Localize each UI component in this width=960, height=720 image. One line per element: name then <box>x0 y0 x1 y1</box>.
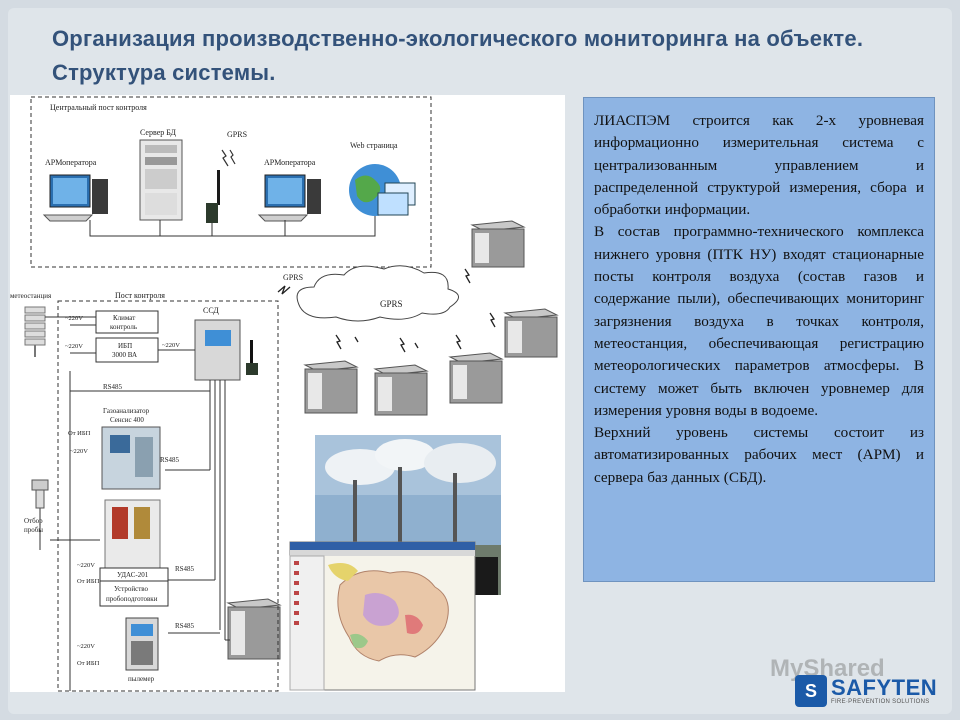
udas-label: УДАС-201 <box>117 571 149 579</box>
central-post-label: Центральный пост контроля <box>50 103 147 112</box>
monitoring-post-cabinet-icon <box>448 352 504 404</box>
description-panel: ЛИАСПЭМ строится как 2-х уровневая инфор… <box>583 97 935 582</box>
klimat-box <box>95 310 159 334</box>
gprs-top-label: GPRS <box>227 130 247 139</box>
safyten-logo: S SAFYTEN FIRE·PREVENTION SOLUTIONS <box>795 672 945 710</box>
slide-title: Организация производственно-экологическо… <box>52 26 864 85</box>
arm-right-label: АРМоператора <box>264 158 316 167</box>
rs485-c: RS485 <box>175 565 195 573</box>
monitoring-post-cabinet-icon <box>226 598 282 660</box>
description-paragraph: ЛИАСПЭМ строится как 2-х уровневая инфор… <box>594 112 924 219</box>
sample-label-1: Отбор <box>24 517 43 525</box>
monitoring-post-cabinet-icon <box>470 220 526 268</box>
udas-box <box>99 567 169 607</box>
monitoring-post-cabinet-icon <box>373 364 429 416</box>
gis-map-screenshot <box>289 541 476 691</box>
v220-a: ~220V <box>65 315 83 322</box>
ssd-controller-icon <box>194 319 241 381</box>
gas-label-1: Газоанализатор <box>103 407 150 415</box>
gprs-modem-icon <box>206 149 236 223</box>
gas-analyzer-icon <box>101 426 161 490</box>
v220-f: ~220V <box>77 643 95 650</box>
central-post-frame <box>30 96 432 268</box>
gprs-signal-icon <box>277 285 291 295</box>
web-globe-icon <box>349 164 416 216</box>
sample-prep-unit-icon <box>104 499 161 569</box>
rs485-d: RS485 <box>175 622 195 630</box>
ibp-label-2: 3000 ВА <box>112 351 137 359</box>
klimat-label-2: контроль <box>110 323 137 331</box>
dust-label: пылемер <box>128 675 155 683</box>
control-post-label: Пост контроля <box>115 291 165 300</box>
gprs-cloud-label: GPRS <box>380 299 403 309</box>
monitoring-post-cabinet-icon <box>503 308 559 358</box>
myshared-watermark: MyShared <box>770 655 885 682</box>
rs485-a: RS485 <box>103 383 123 391</box>
meteo-label: метеостанция <box>10 292 52 300</box>
klimat-label-1: Климат <box>113 314 135 322</box>
gprs-cloud-icon <box>296 265 459 322</box>
v220-d: ~220V <box>70 448 88 455</box>
brand-subtitle: FIRE·PREVENTION SOLUTIONS <box>831 699 930 705</box>
antenna-icon <box>246 340 258 375</box>
sample-probe-icon <box>31 479 49 509</box>
web-label: Web страница <box>350 141 398 150</box>
system-structure-diagram: Центральный пост контроля Сервер БД GPRS… <box>10 95 565 692</box>
meteo-station-icon <box>24 306 46 357</box>
from-ibp-a: От ИБП <box>68 430 91 437</box>
safyten-logo-icon: S <box>795 675 827 707</box>
wireless-signal-icons <box>335 268 496 353</box>
server-rack-icon <box>139 139 183 221</box>
monitoring-post-cabinet-icon <box>303 360 359 414</box>
rs485-b: RS485 <box>160 456 180 464</box>
ssd-label: ССД <box>203 306 219 315</box>
control-post-frame <box>57 300 279 692</box>
v220-e: ~220V <box>77 562 95 569</box>
central-network-lines <box>89 216 376 237</box>
workstation-right-icon <box>257 174 321 222</box>
dust-meter-icon <box>125 617 159 671</box>
prep-label-2: пробоподготовки <box>106 595 158 603</box>
v220-b: ~220V <box>65 343 83 350</box>
sample-label-2: пробы <box>24 526 43 534</box>
gas-label-2: Сенсис 400 <box>110 416 144 424</box>
arm-left-label: АРМоператора <box>45 158 97 167</box>
server-label: Сервер БД <box>140 128 177 137</box>
v220-c: ~220V <box>162 342 180 349</box>
prep-label-1: Устройство <box>114 585 149 593</box>
workstation-left-icon <box>42 174 108 222</box>
description-paragraph: Верхний уровень системы состоит из автом… <box>594 424 924 486</box>
ibp-label-1: ИБП <box>118 342 132 350</box>
description-paragraph: В состав программно-технического комплек… <box>594 223 924 419</box>
diagram-svg: Центральный пост контроля Сервер БД GPRS… <box>10 96 559 692</box>
from-ibp-c: От ИБП <box>77 660 100 667</box>
ibp-box <box>95 337 159 363</box>
from-ibp-b: От ИБП <box>77 578 100 585</box>
brand-name: SAFYTEN <box>831 675 938 700</box>
gprs-small-label: GPRS <box>283 273 303 282</box>
